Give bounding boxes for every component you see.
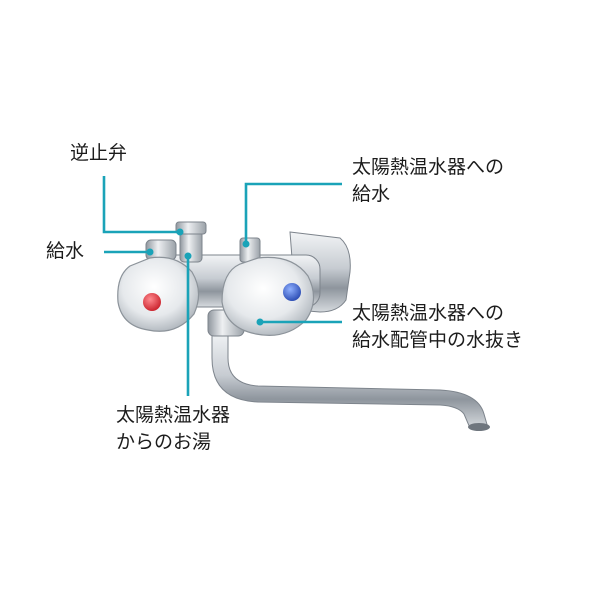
label-from-solar-hot-line1: 太陽熱温水器 <box>116 404 231 426</box>
label-water-supply: 給水 <box>46 238 84 265</box>
label-water-supply-text: 給水 <box>46 240 85 262</box>
faucet-illustration <box>117 221 490 431</box>
label-solar-drain-line1: 太陽熱温水器への <box>352 302 505 324</box>
label-to-solar-supply-line2: 給水 <box>352 183 391 205</box>
leader-dot-water-supply <box>146 248 154 256</box>
label-from-solar-hot: 太陽熱温水器 からのお湯 <box>116 402 230 456</box>
leader-to-solar-supply <box>244 182 342 242</box>
hot-handle <box>117 256 200 332</box>
label-check-valve-text: 逆止弁 <box>70 142 128 164</box>
cold-marker <box>283 283 301 301</box>
leader-dot-to-solar-supply <box>242 240 250 248</box>
label-solar-drain-line2: 給水配管中の水抜き <box>352 329 524 351</box>
leader-lines <box>102 176 342 396</box>
leader-check-valve <box>102 176 178 234</box>
hot-marker <box>143 293 161 311</box>
leader-dot-check-valve <box>176 228 184 236</box>
check-valve-cap <box>175 221 207 235</box>
label-solar-drain: 太陽熱温水器への 給水配管中の水抜き <box>352 300 523 354</box>
leader-dot-solar-drain <box>256 318 264 326</box>
label-to-solar-supply-line1: 太陽熱温水器への <box>352 156 505 178</box>
leader-dot-from-solar-hot <box>184 252 192 260</box>
spout <box>211 331 489 429</box>
label-check-valve: 逆止弁 <box>70 140 127 167</box>
label-from-solar-hot-line2: からのお湯 <box>116 431 212 453</box>
label-to-solar-supply: 太陽熱温水器への 給水 <box>352 154 504 208</box>
spout-tip <box>468 423 490 431</box>
cold-handle <box>221 256 315 336</box>
